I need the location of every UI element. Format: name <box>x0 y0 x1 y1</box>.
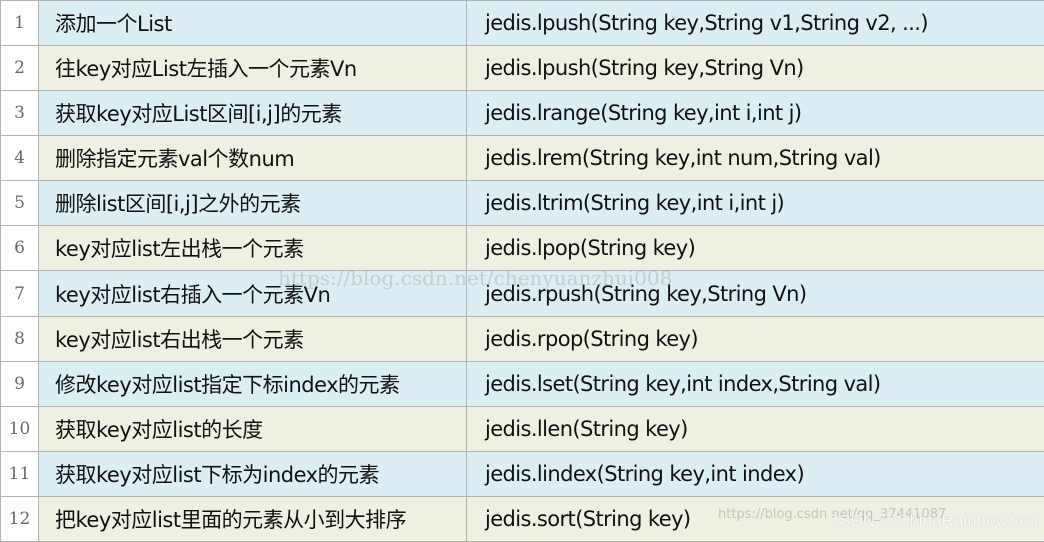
row-number: 4 <box>0 135 39 182</box>
row-number: 7 <box>0 270 39 317</box>
row-number: 6 <box>0 225 39 272</box>
row-number: 11 <box>0 450 39 497</box>
row-method: jedis.sort(String key) <box>466 495 1044 542</box>
row-description: key对应list左出栈一个元素 <box>38 225 467 272</box>
row-method: jedis.ltrim(String key,int i,int j) <box>466 180 1044 227</box>
row-number: 10 <box>0 405 39 452</box>
table-row: 8 key对应list右出栈一个元素 jedis.rpop(String key… <box>0 315 1044 362</box>
table-row: 12 把key对应list里面的元素从小到大排序 jedis.sort(Stri… <box>0 495 1044 542</box>
row-description: 添加一个List <box>38 0 467 47</box>
row-description: 往key对应List左插入一个元素Vn <box>38 45 467 92</box>
row-method: jedis.lpush(String key,String Vn) <box>466 45 1044 92</box>
row-number: 12 <box>0 495 39 542</box>
row-number: 2 <box>0 45 39 92</box>
table-row: 5 删除list区间[i,j]之外的元素 jedis.ltrim(String … <box>0 180 1044 227</box>
row-description: 把key对应list里面的元素从小到大排序 <box>38 495 467 542</box>
row-description: 修改key对应list指定下标index的元素 <box>38 360 467 407</box>
row-method: jedis.lpush(String key,String v1,String … <box>466 0 1044 47</box>
row-description: 获取key对应List区间[i,j]的元素 <box>38 90 467 137</box>
row-method: jedis.lrem(String key,int num,String val… <box>466 135 1044 182</box>
row-description: key对应list右插入一个元素Vn <box>38 270 467 317</box>
row-description: 删除指定元素val个数num <box>38 135 467 182</box>
table-row: 3 获取key对应List区间[i,j]的元素 jedis.lrange(Str… <box>0 90 1044 137</box>
row-method: jedis.lset(String key,int index,String v… <box>466 360 1044 407</box>
row-description: 获取key对应list下标为index的元素 <box>38 450 467 497</box>
row-description: key对应list右出栈一个元素 <box>38 315 467 362</box>
table-row: 10 获取key对应list的长度 jedis.llen(String key) <box>0 405 1044 452</box>
row-description: 获取key对应list的长度 <box>38 405 467 452</box>
row-method: jedis.rpush(String key,String Vn) <box>466 270 1044 317</box>
row-number: 5 <box>0 180 39 227</box>
table-row: 6 key对应list左出栈一个元素 jedis.lpop(String key… <box>0 225 1044 272</box>
row-method: jedis.lrange(String key,int i,int j) <box>466 90 1044 137</box>
row-method: jedis.lindex(String key,int index) <box>466 450 1044 497</box>
table-row: 11 获取key对应list下标为index的元素 jedis.lindex(S… <box>0 450 1044 497</box>
table-row: 1 添加一个List jedis.lpush(String key,String… <box>0 0 1044 47</box>
table-row: 2 往key对应List左插入一个元素Vn jedis.lpush(String… <box>0 45 1044 92</box>
row-number: 8 <box>0 315 39 362</box>
row-description: 删除list区间[i,j]之外的元素 <box>38 180 467 227</box>
table-row: 4 删除指定元素val个数num jedis.lrem(String key,i… <box>0 135 1044 182</box>
table-row: 7 key对应list右插入一个元素Vn jedis.rpush(String … <box>0 270 1044 317</box>
table-row: 9 修改key对应list指定下标index的元素 jedis.lset(Str… <box>0 360 1044 407</box>
row-number: 9 <box>0 360 39 407</box>
row-number: 1 <box>0 0 39 47</box>
row-method: jedis.rpop(String key) <box>466 315 1044 362</box>
row-method: jedis.lpop(String key) <box>466 225 1044 272</box>
row-number: 3 <box>0 90 39 137</box>
row-method: jedis.llen(String key) <box>466 405 1044 452</box>
